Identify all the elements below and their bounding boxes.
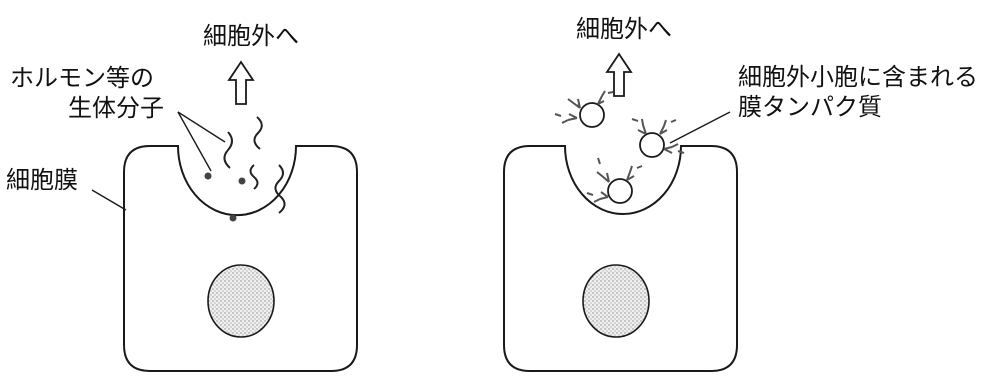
protein-label-line2: 膜タンパク質 <box>738 93 882 121</box>
extracellular-vesicle <box>639 132 665 158</box>
molecule-chain <box>249 164 259 190</box>
membrane-leader-line <box>91 189 127 211</box>
membrane-protein-icon <box>663 143 685 154</box>
molecule-dot <box>238 177 246 185</box>
membrane-label: 細胞膜 <box>6 166 78 194</box>
molecule-chain <box>223 131 233 169</box>
membrane-protein-icon <box>567 98 581 109</box>
molecule-chain <box>274 164 286 214</box>
extracellular-vesicle <box>579 102 605 128</box>
molecule-chain <box>253 116 263 150</box>
molecule-dot <box>229 214 237 222</box>
left-panel: 細胞外へ ホルモン等の 生体分子 細胞膜 <box>6 22 358 372</box>
right-nucleus <box>582 264 650 338</box>
molecule-leader-line <box>177 111 226 143</box>
left-out-label: 細胞外へ <box>203 22 299 50</box>
molecule-dot <box>204 172 212 180</box>
membrane-protein-icon <box>626 165 643 181</box>
extracellular-vesicle <box>607 178 633 204</box>
membrane-protein-icon <box>586 191 609 203</box>
membrane-protein-icon <box>554 113 578 124</box>
protein-leader-line <box>669 111 731 144</box>
left-cell-membrane <box>123 145 358 372</box>
membrane-protein-icon <box>597 90 614 105</box>
membrane-proteins <box>554 90 685 203</box>
membrane-protein-icon <box>596 157 610 183</box>
right-cell-membrane <box>503 145 738 372</box>
right-panel: 細胞外へ 細胞外小胞に含まれる 膜タンパク質 <box>503 15 978 372</box>
membrane-protein-icon <box>631 118 647 135</box>
protein-label-line1: 細胞外小胞に含まれる <box>738 63 978 91</box>
left-up-arrow-icon <box>227 60 255 105</box>
molecule-label-line1: ホルモン等の <box>10 64 154 92</box>
right-up-arrow-icon <box>605 52 633 97</box>
molecule-leader-line <box>177 111 212 172</box>
molecule-label-line2: 生体分子 <box>68 94 164 122</box>
membrane-protein-icon <box>659 119 677 135</box>
right-out-label: 細胞外へ <box>576 15 672 43</box>
left-nucleus <box>207 264 275 338</box>
